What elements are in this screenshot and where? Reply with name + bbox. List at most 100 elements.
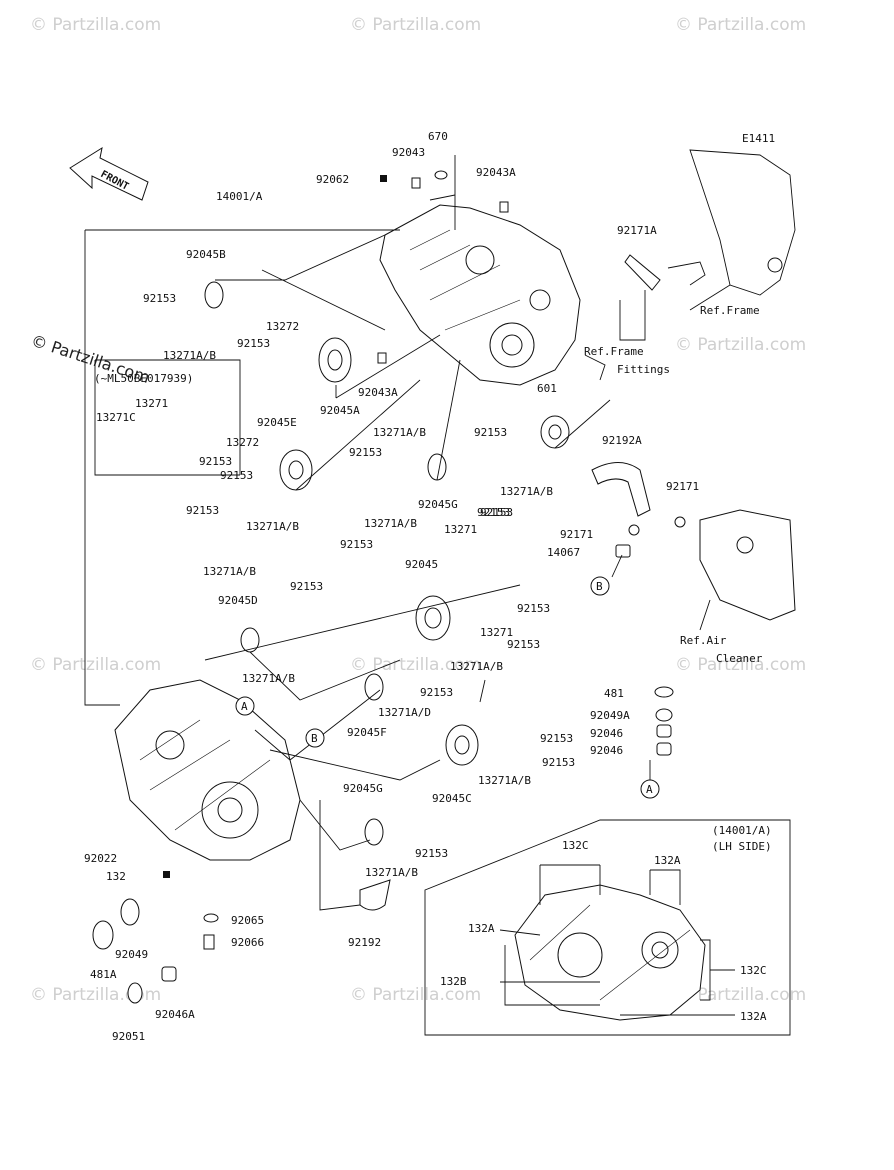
part-label: 13271A/B [478, 774, 531, 787]
diagram-code: E1411 [742, 132, 775, 145]
serial-note: (~ML50BE017939) [94, 372, 193, 385]
part-label: 13271A/B [500, 485, 553, 498]
part-label: 92043A [476, 166, 516, 179]
part-label: 13271A/B [450, 660, 503, 673]
part-label: 92066 [231, 936, 264, 949]
part-label: 92065 [231, 914, 264, 927]
part-label: 92153 [349, 446, 382, 459]
part-label: 92153 [540, 732, 573, 745]
part-label: 92045D [218, 594, 258, 607]
part-label: 481 [604, 687, 624, 700]
part-label: 92153 [420, 686, 453, 699]
part-label: 92051 [112, 1030, 145, 1043]
crankcase-right-half [379, 204, 581, 386]
part-label: 92153 [220, 469, 253, 482]
part-label: 13271A/D [378, 706, 431, 719]
part-label: 132C [740, 964, 767, 977]
watermark: © Partzilla.com [30, 15, 161, 35]
watermark: © Partzilla.com [30, 655, 161, 675]
ref-frame-fittings: Fittings [617, 363, 670, 376]
part-label: 92045F [347, 726, 387, 739]
part-label: 92153 [542, 756, 575, 769]
callout-markers: A B B A [235, 576, 660, 799]
part-label: 92043 [392, 146, 425, 159]
part-label: 92045C [432, 792, 472, 805]
part-label: 132A [468, 922, 495, 935]
reference-labels: Ref.Frame Ref.Frame Fittings Ref.Air Cle… [94, 304, 763, 665]
part-label: 92045 [405, 558, 438, 571]
part-label: 92046A [155, 1008, 195, 1021]
part-label: 92153 [290, 580, 323, 593]
part-label: 601 [537, 382, 557, 395]
part-label: 132B [440, 975, 467, 988]
part-label: 670 [428, 130, 448, 143]
callout-b: B [596, 580, 603, 593]
part-label: 92153 [415, 847, 448, 860]
bearings-and-seals [92, 281, 686, 1004]
part-label: 92153 [517, 602, 550, 615]
inset-subtitle: (LH SIDE) [712, 840, 772, 853]
part-label: 92153 [186, 504, 219, 517]
part-label: 92045G [343, 782, 383, 795]
part-number-labels: 670 92043 92062 92043A 14001/A 92045B 92… [84, 130, 767, 1043]
callout-b: B [311, 732, 318, 745]
watermark: © Partzilla.com [675, 15, 806, 35]
part-label: 13271A/B [364, 517, 417, 530]
inset-lh-side: (14001/A) (LH SIDE) [424, 819, 791, 1036]
part-label: 132C [562, 839, 589, 852]
part-label: 92153 [237, 337, 270, 350]
part-label: 13271A/B [246, 520, 299, 533]
part-label: 92153 [480, 506, 513, 519]
part-label: 92045A [320, 404, 360, 417]
part-label: 92153 [507, 638, 540, 651]
crankcase-left-half [114, 679, 301, 861]
part-label: 13271 [480, 626, 513, 639]
part-label: 92153 [340, 538, 373, 551]
part-label: 92153 [199, 455, 232, 468]
watermark: © Partzilla.com [350, 655, 481, 675]
part-label: 92049A [590, 709, 630, 722]
inset-title: (14001/A) [712, 824, 772, 837]
part-label: 92046 [590, 744, 623, 757]
part-label: 92043A [358, 386, 398, 399]
part-label: 92062 [316, 173, 349, 186]
front-arrow-icon: FRONT [69, 146, 149, 201]
part-label: 92153 [143, 292, 176, 305]
part-label: 13271A/B [163, 349, 216, 362]
part-label: 92171A [617, 224, 657, 237]
frame-reference [624, 149, 796, 296]
ref-frame-fittings: Ref.Frame [584, 345, 644, 358]
watermark: © Partzilla.com [675, 335, 806, 355]
part-label: 92192A [602, 434, 642, 447]
part-label: 132A [654, 854, 681, 867]
part-label: 92171 [560, 528, 593, 541]
callout-a: A [646, 783, 653, 796]
part-label: 13271A/B [242, 672, 295, 685]
bolts [163, 170, 509, 878]
part-label: 92022 [84, 852, 117, 865]
part-label: 13272 [266, 320, 299, 333]
part-label: 92045E [257, 416, 297, 429]
part-label: 13272 [226, 436, 259, 449]
part-label: 92046 [590, 727, 623, 740]
leader-lines [84, 155, 735, 1016]
part-label: 132A [740, 1010, 767, 1023]
part-label: 92171 [666, 480, 699, 493]
ref-air-cleaner: Cleaner [716, 652, 763, 665]
part-label: 92045G [418, 498, 458, 511]
part-label: 13271A/B [373, 426, 426, 439]
part-label: 92153 [477, 506, 510, 519]
part-label: 92192 [348, 936, 381, 949]
part-label: 132 [106, 870, 126, 883]
part-label: 13271 [444, 523, 477, 536]
watermark: © Partzilla.com [675, 655, 806, 675]
part-label: 481A [90, 968, 117, 981]
part-label: 13271A/B [203, 565, 256, 578]
ref-frame: Ref.Frame [700, 304, 760, 317]
ref-air-cleaner: Ref.Air [680, 634, 727, 647]
watermark: © Partzilla.com [350, 985, 481, 1005]
part-label: 92049 [115, 948, 148, 961]
part-label: 92153 [474, 426, 507, 439]
